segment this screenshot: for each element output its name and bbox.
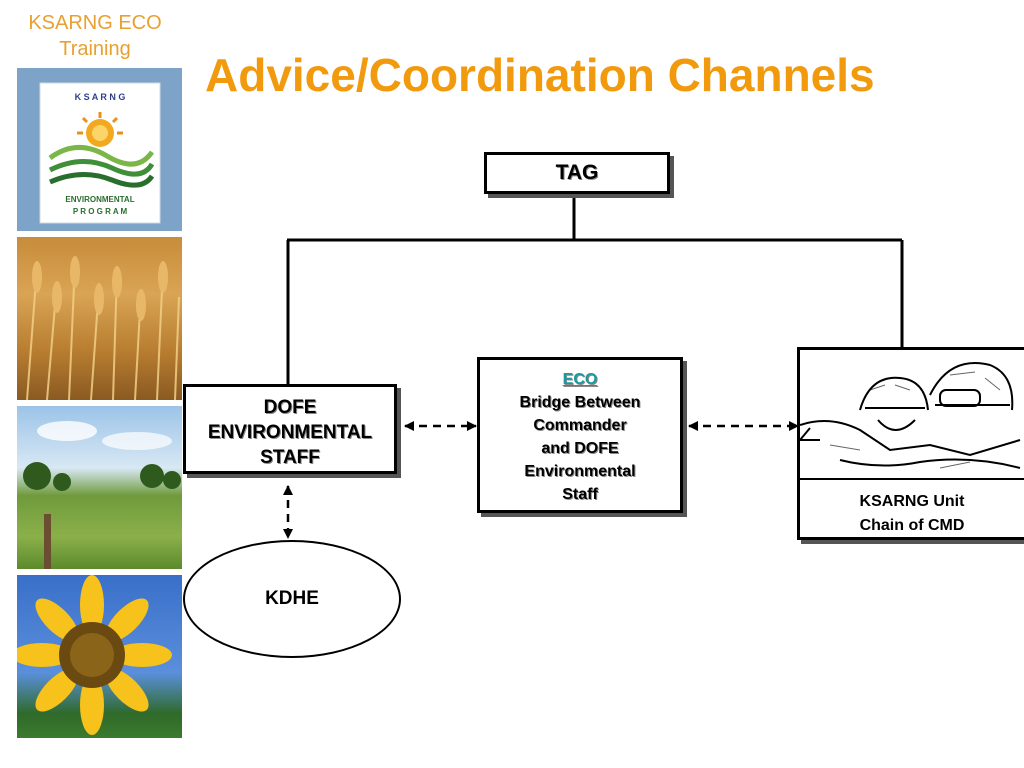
kdhe-ellipse: KDHE bbox=[183, 540, 401, 658]
eco-box: ECO Bridge Between Commander and DOFE En… bbox=[477, 357, 683, 513]
tag-box: TAG bbox=[484, 152, 670, 194]
fence-post bbox=[44, 514, 51, 569]
eco-line-3: and DOFE bbox=[541, 440, 619, 457]
logo-bottom-text: P R O G R A M bbox=[73, 207, 128, 216]
unit-label: KSARNG Unit Chain of CMD bbox=[800, 478, 1024, 538]
brand-line-1: KSARNG ECO bbox=[28, 12, 162, 34]
wheat-photo bbox=[17, 237, 182, 400]
logo-top-text: K S A R N G bbox=[75, 92, 126, 102]
unit-line-1: KSARNG Unit bbox=[859, 493, 965, 510]
unit-box: KSARNG Unit Chain of CMD bbox=[797, 347, 1024, 540]
tag-label: TAG bbox=[555, 161, 599, 184]
logo-mid-text: ENVIRONMENTAL bbox=[65, 195, 134, 204]
soldiers-sketch-icon bbox=[800, 362, 1021, 469]
eco-line-5: Staff bbox=[562, 486, 598, 503]
hills-icon bbox=[48, 145, 155, 188]
dofe-box: DOFE ENVIRONMENTAL STAFF bbox=[183, 384, 397, 474]
brand-text: KSARNG ECO Training bbox=[20, 10, 170, 62]
eco-line-1: Bridge Between bbox=[519, 394, 641, 411]
eco-line-2: Commander bbox=[533, 417, 627, 434]
dofe-line-1: DOFE bbox=[263, 397, 317, 418]
brand-line-2: Training bbox=[59, 38, 131, 60]
dofe-line-2: ENVIRONMENTAL bbox=[207, 422, 373, 443]
eco-title: ECO bbox=[562, 371, 598, 388]
eco-line-4: Environmental bbox=[524, 463, 636, 480]
logo-panel: K S A R N G ENVIRONMENTAL P R O G R A M bbox=[17, 68, 182, 231]
kdhe-label: KDHE bbox=[265, 588, 319, 609]
field-photo bbox=[17, 406, 182, 569]
unit-line-2: Chain of CMD bbox=[859, 517, 965, 534]
page-title: Advice/Coordination Channels bbox=[205, 49, 875, 101]
sun-icon bbox=[77, 112, 123, 147]
dofe-line-3: STAFF bbox=[260, 447, 320, 468]
sunflower-photo bbox=[17, 575, 182, 738]
program-logo: K S A R N G ENVIRONMENTAL P R O G R A M bbox=[39, 82, 161, 224]
sunflower-icon bbox=[17, 575, 172, 735]
